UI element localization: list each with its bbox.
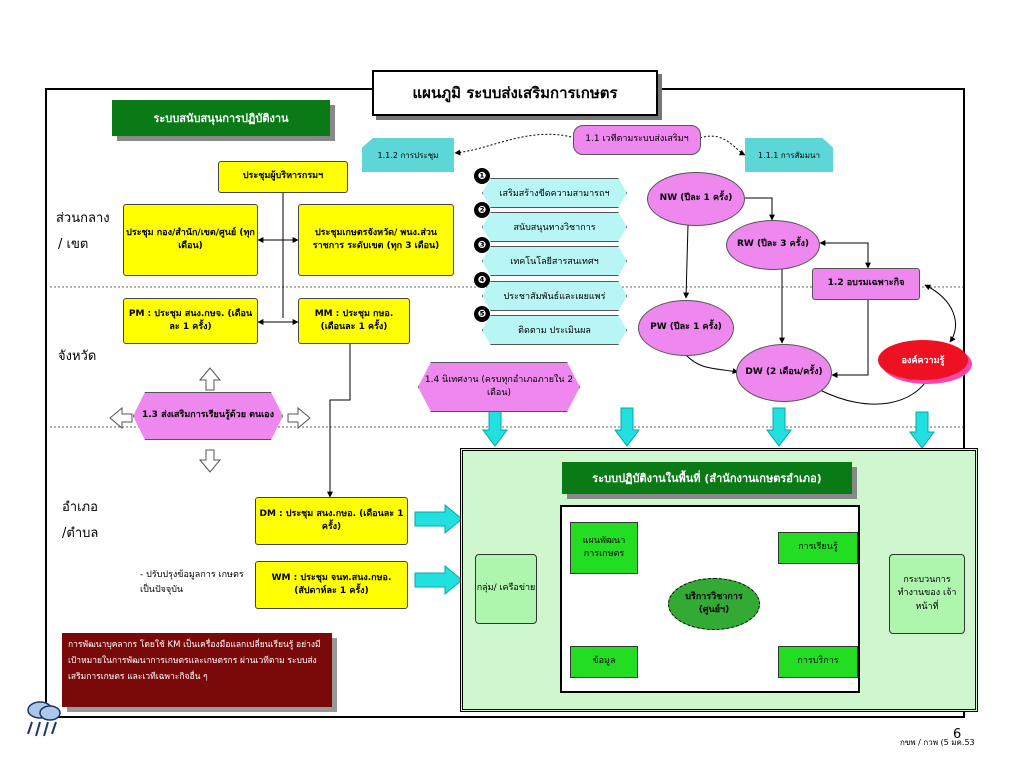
meeting-tag: 1.1.2 การประชุม [362, 138, 454, 172]
service-box: การบริการ [778, 646, 858, 678]
provincial-meeting-box: ประชุมเกษตรจังหวัด/ พนง.ส่วนราชการ ระดับ… [298, 204, 454, 276]
capacity-item: เสริมสร้างขีดความสามารถฯ [482, 178, 627, 208]
knowledge-oval: องค์ความรู้ [878, 340, 968, 380]
level-label-subdistrict: /ตำบล [62, 526, 99, 541]
connector-arrow [699, 135, 746, 156]
connector-arrow [819, 240, 871, 269]
connector-arrow [819, 374, 931, 405]
down-arrow [614, 407, 640, 447]
number-badge: ❷ [474, 202, 490, 218]
supervision-box: 1.4 นิเทศงาน (ครบทุกอำเภอภายใน 2 เดือน) [418, 362, 580, 412]
ops-banner: ระบบปฏิบัติงานในพื้นที่ (สำนักงานเกษตรอำ… [562, 462, 852, 494]
special-training-box: 1.2 อบรมเฉพาะกิจ [812, 268, 920, 300]
level-label-district: อำเภอ [62, 500, 98, 515]
data-box: ข้อมูล [570, 646, 638, 678]
number-badge: ❺ [474, 306, 490, 322]
right-outline-arrow [287, 406, 311, 430]
footer-code: กขพ / กวพ (5 มค.53 [900, 738, 975, 747]
forum-system-box: 1.1 เวทีตามระบบส่งเสริมฯ [573, 125, 701, 155]
right-arrow [414, 564, 463, 596]
it-item: เทคโนโลยีสารสนเทศฯ [482, 246, 627, 276]
exec-meeting-box: ประชุมผู้บริหารกรมฯ [218, 161, 348, 193]
level-label-region: / เขต [58, 237, 89, 252]
academic-item: สนับสนุนทางวิชาการ [482, 212, 627, 242]
wm-meeting-box: WM : ประชุม จนท.สนง.กษอ. (สัปดาห์ละ 1 คร… [255, 561, 408, 609]
down-arrow [909, 411, 935, 449]
km-note: การพัฒนาบุคลากร โดยใช้ KM เป็นเครื่องมือ… [62, 633, 332, 707]
mm-meeting-box: MM : ประชุม กษอ. (เดือนละ 1 ครั้ง) [298, 298, 410, 344]
pw-oval: PW (ปีละ 1 ครั้ง) [638, 300, 734, 356]
seminar-tag: 1.1.1 การสัมมนา [745, 138, 833, 172]
right-arrow [414, 503, 463, 535]
connector-arrow [745, 197, 775, 221]
pm-meeting-box: PM : ประชุม สนง.กษจ. (เดือนละ 1 ครั้ง) [123, 298, 258, 344]
staff-process-box: กระบวนการ ทำงานของ เจ้าหน้าที่ [889, 554, 965, 634]
page-title: แผนภูมิ ระบบส่งเสริมการเกษตร [372, 70, 658, 116]
up-outline-arrow [198, 367, 222, 391]
connector-arrow [685, 354, 739, 375]
number-badge: ❶ [474, 168, 490, 184]
self-learning-box: 1.3 ส่งเสริมการเรียนรู้ด้วย ตนเอง [133, 392, 283, 440]
support-banner: ระบบสนับสนุนการปฏิบัติงาน [112, 100, 330, 136]
outline-arrows [109, 367, 311, 473]
plan-box: แผนพัฒนา การเกษตร [570, 522, 638, 574]
monitoring-item: ติดตาม ประเมินผล [482, 315, 627, 345]
dm-meeting-box: DM : ประชุม สนง.กษอ. (เดือนละ 1 ครั้ง) [255, 497, 408, 545]
down-outline-arrow [198, 449, 222, 473]
down-arrow [766, 407, 792, 447]
update-note: - ปรับปรุงข้อมูลการ เกษตร เป็นปัจจุบัน [140, 570, 244, 596]
learning-box: การเรียนรู้ [778, 532, 858, 564]
connector-arrow [454, 133, 576, 156]
academic-service-oval: บริการวิชาการ (ศูนย์ฯ) [668, 578, 760, 630]
nw-oval: NW (ปีละ 1 ครั้ง) [647, 172, 745, 226]
left-outline-arrow [109, 406, 133, 430]
number-badge: ❹ [474, 272, 490, 288]
rw-oval: RW (ปีละ 3 ครั้ง) [726, 220, 820, 270]
level-label-central: ส่วนกลาง [56, 211, 110, 226]
groups-box: กลุ่ม/ เครือข่าย [475, 554, 537, 624]
page-number: 6 [953, 727, 962, 742]
connector-arrow [683, 224, 690, 299]
connector-arrow [924, 284, 957, 343]
dw-oval: DW (2 เดือน/ครั้ง) [736, 344, 832, 402]
down-arrows [414, 407, 935, 596]
number-badge: ❸ [474, 237, 490, 253]
connector-arrow [327, 342, 351, 498]
division-meeting-box: ประชุม กอง/สำนัก/เขต/ศูนย์ (ทุกเดือน) [123, 204, 258, 276]
level-label-province: จังหวัด [58, 349, 97, 364]
pr-item: ประชาสัมพันธ์และเผยแพร่ [482, 281, 627, 311]
rain-cloud-icon [22, 696, 66, 740]
connector-arrow [831, 300, 869, 378]
